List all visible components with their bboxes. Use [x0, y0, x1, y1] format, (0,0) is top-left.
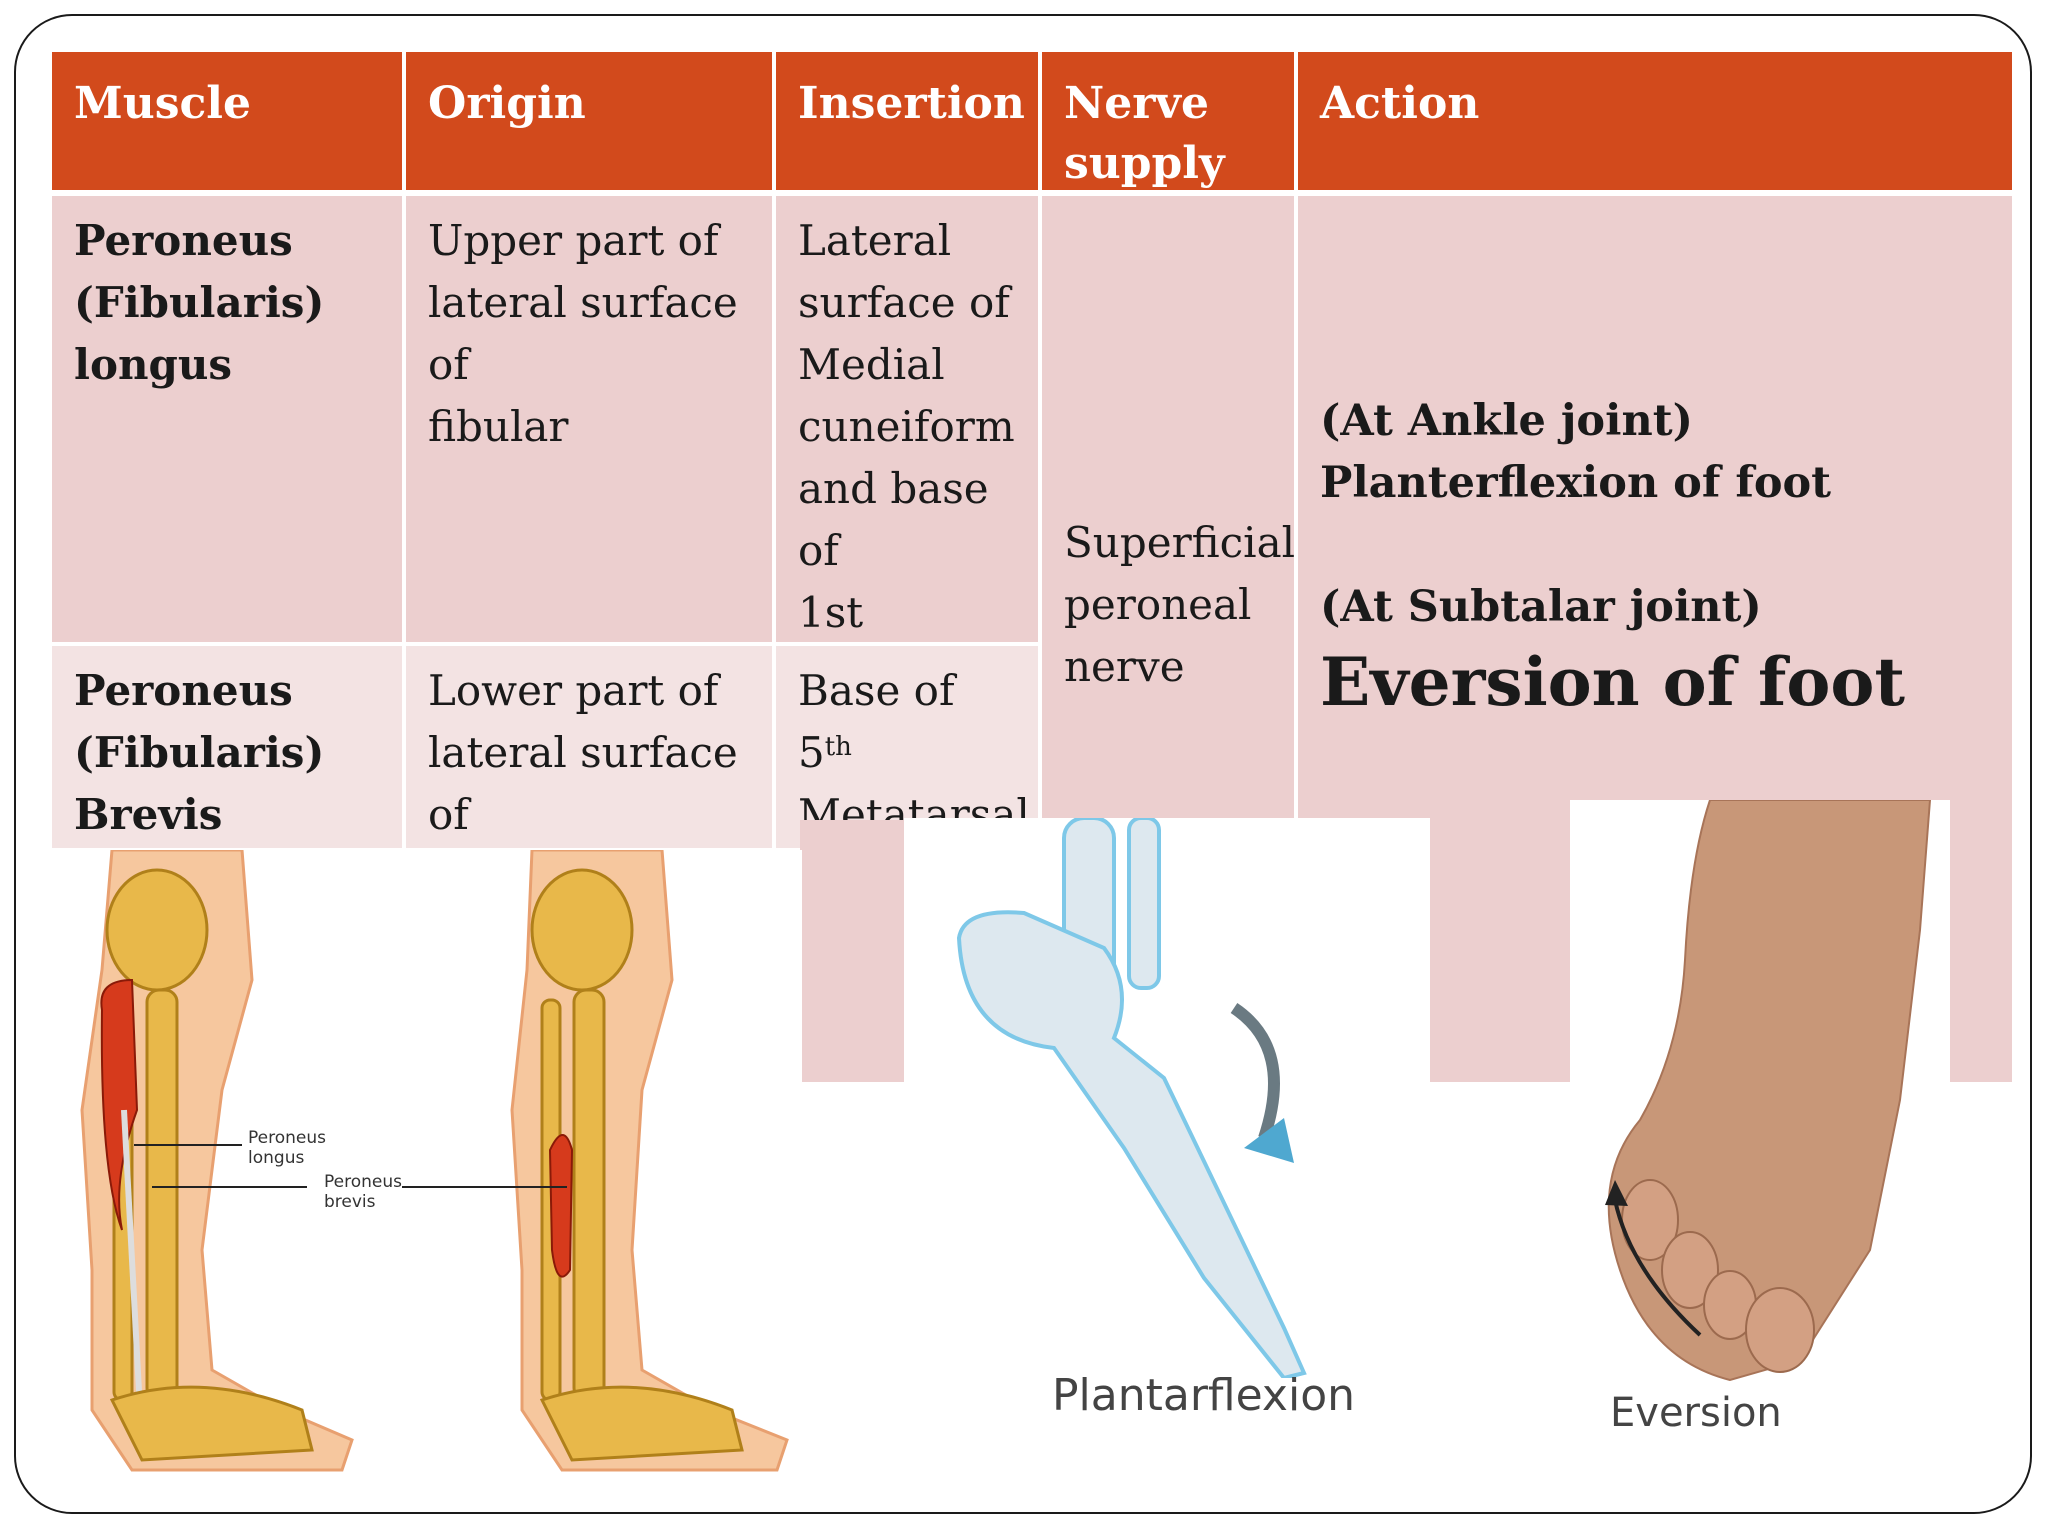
eversion-image: Eversion: [1570, 800, 1950, 1450]
row1-muscle-line: longus: [74, 340, 233, 389]
header-nerve-line1: Nerve: [1064, 78, 1209, 129]
eversion-caption: Eversion: [1610, 1390, 1782, 1436]
header-origin: Origin: [406, 52, 772, 190]
leg-anatomy-svg: [80, 850, 789, 1472]
row1-insertion-line: surface of: [798, 278, 1010, 327]
row1-origin-line: Upper part of: [428, 216, 719, 265]
row1-muscle: Peroneus (Fibularis) longus: [52, 196, 402, 642]
plantarflexion-svg: [956, 818, 1307, 1381]
header-nerve-supply: Nerve supply: [1042, 52, 1294, 190]
row1-insertion-line: cuneiform: [798, 402, 1015, 451]
row2-insertion-base: Base of 5: [798, 666, 955, 777]
eversion-svg: [1605, 800, 1932, 1382]
header-action: Action: [1298, 52, 2012, 190]
label-peroneus-brevis: Peroneus brevis: [324, 1172, 402, 1212]
nerve-supply-line: peroneal: [1064, 580, 1252, 629]
row2-origin: Lower part of lateral surface of fibula: [406, 646, 772, 901]
label-peroneus-longus: Peroneus longus: [248, 1128, 326, 1168]
row1-origin-line: fibular: [428, 402, 569, 451]
row1-origin: Upper part of lateral surface of fibular: [406, 196, 772, 642]
row1-insertion-line: Medial: [798, 340, 945, 389]
leg-anatomy-image: Peroneus longus Peroneus brevis: [52, 850, 802, 1490]
action-subtalar-label: (At Subtalar joint): [1320, 582, 1762, 632]
action-ankle-text: Planterflexion of foot: [1320, 458, 1832, 508]
row2-muscle: Peroneus (Fibularis) Brevis: [52, 646, 402, 848]
row1-insertion: Lateral surface of Medial cuneiform and …: [776, 196, 1038, 699]
label-brevis-line2: brevis: [324, 1192, 376, 1212]
label-longus-line1: Peroneus: [248, 1128, 326, 1148]
label-brevis-line1: Peroneus: [324, 1172, 402, 1192]
action-subtalar-text: Eversion of foot: [1320, 643, 1905, 721]
row1-muscle-line: (Fibularis): [74, 278, 325, 327]
nerve-supply-line: nerve: [1064, 642, 1185, 691]
plantarflexion-caption: Plantarflexion: [1052, 1370, 1355, 1421]
header-muscle: Muscle: [52, 52, 402, 190]
row1-insertion-line: Lateral: [798, 216, 952, 265]
nerve-supply-cell: Superficial peroneal nerve: [1042, 196, 1296, 822]
header-nerve-line2: supply: [1064, 138, 1225, 189]
action-ankle-label: (At Ankle joint): [1320, 396, 1693, 446]
nerve-supply-line: Superficial: [1064, 518, 1296, 567]
row2-insertion-sup: th: [824, 732, 852, 762]
row1-origin-line: lateral surface of: [428, 278, 738, 389]
header-insertion: Insertion: [776, 52, 1038, 190]
row2-muscle-line: (Fibularis): [74, 728, 325, 777]
row2-origin-line: lateral surface of: [428, 728, 738, 839]
row1-muscle-line: Peroneus: [74, 216, 293, 265]
plantarflexion-image: Plantarflexion: [904, 818, 1430, 1448]
row1-insertion-line: and base of: [798, 464, 989, 575]
label-longus-line2: longus: [248, 1148, 305, 1168]
row2-muscle-line: Brevis: [74, 790, 223, 839]
row2-muscle-line: Peroneus: [74, 666, 293, 715]
row2-origin-line: Lower part of: [428, 666, 719, 715]
slide-frame: [14, 14, 2032, 1514]
row2-insertion-line: Base of 5th: [798, 660, 1016, 784]
row2-insertion: Base of 5th Metatarsal: [776, 646, 1038, 848]
row1-insertion-line: 1st: [798, 588, 864, 637]
